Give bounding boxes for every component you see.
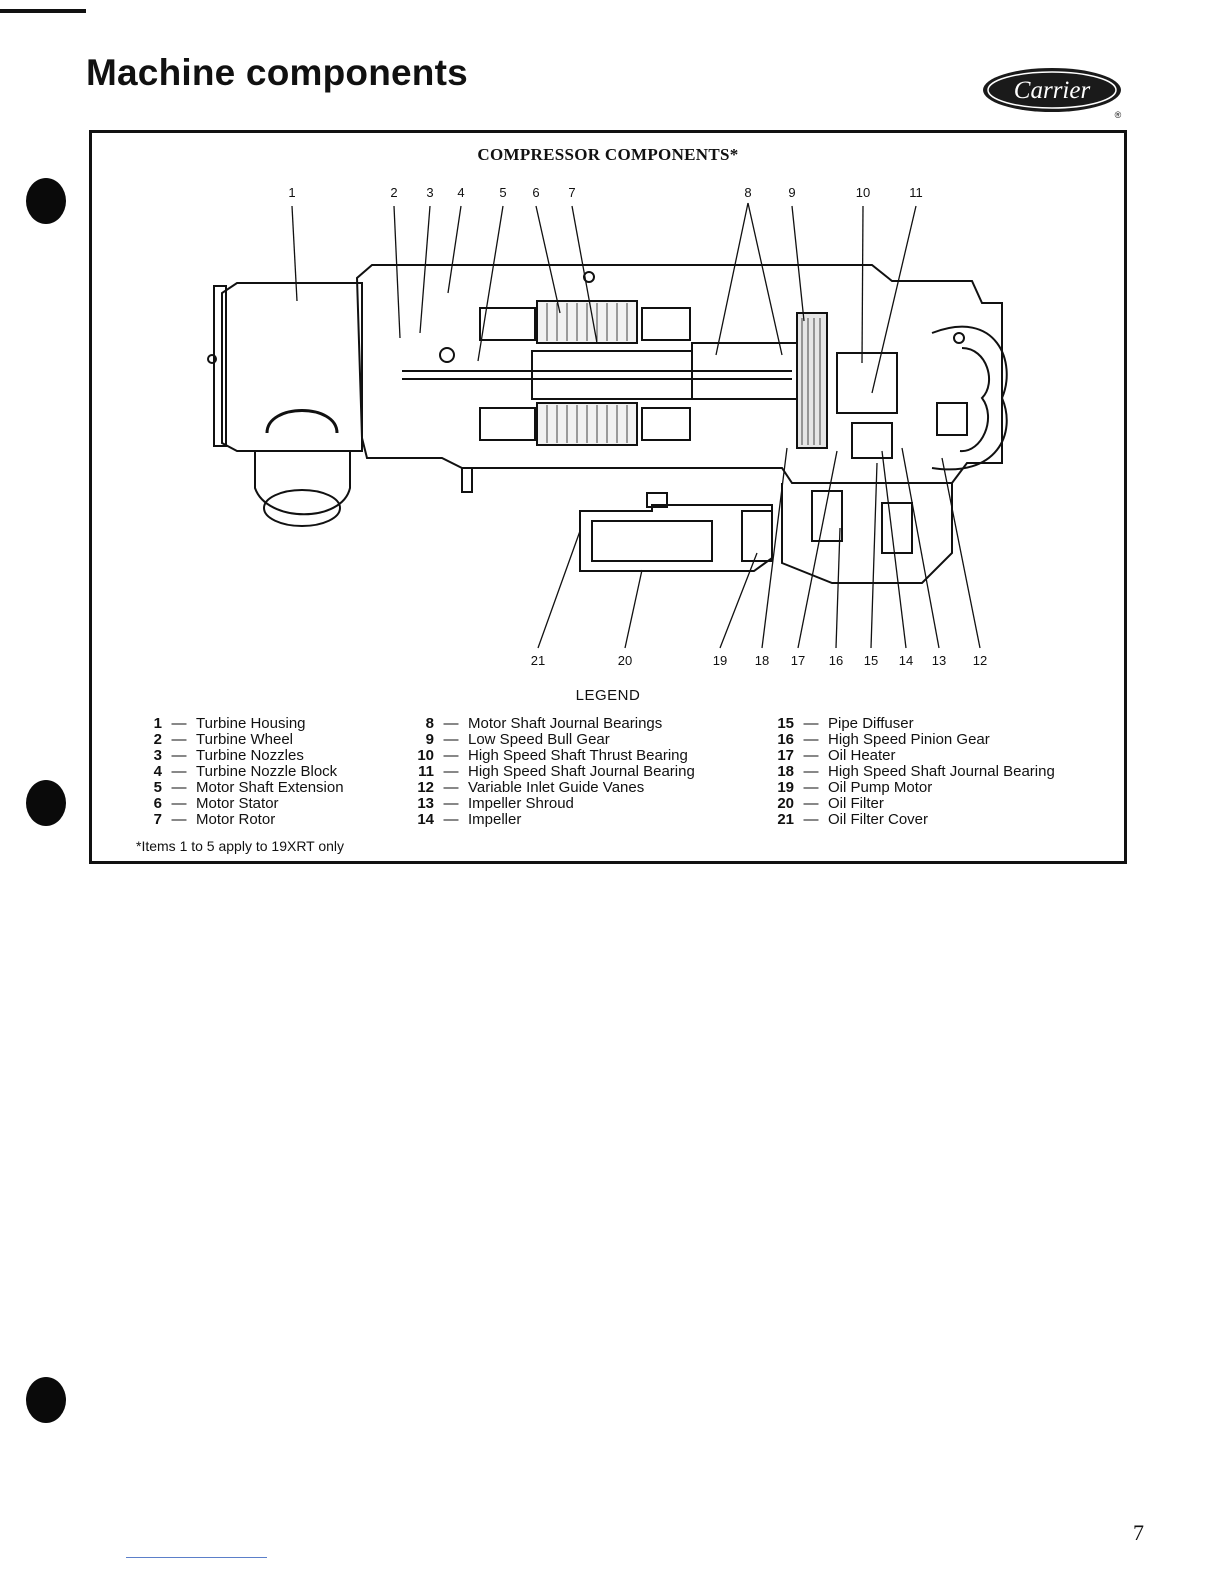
legend-item: 1—Turbine Housing <box>153 715 306 732</box>
legend-item: 5—Motor Shaft Extension <box>153 779 344 796</box>
punch-hole <box>26 178 66 224</box>
legend-item: 9—Low Speed Bull Gear <box>425 731 610 748</box>
legend-item: 17—Oil Heater <box>777 747 896 764</box>
legend-item: 21—Oil Filter Cover <box>777 811 929 828</box>
callout-2: 2 <box>390 185 397 200</box>
legend-item: 13—Impeller Shroud <box>417 795 574 812</box>
punch-hole <box>26 780 66 826</box>
corner-rule-thin <box>0 10 60 13</box>
legend-item: 19—Oil Pump Motor <box>777 779 933 796</box>
legend-column-3: 15—Pipe Diffuser 16—High Speed Pinion Ge… <box>764 716 1055 828</box>
callout-5: 5 <box>499 185 506 200</box>
legend-item: 11—High Speed Shaft Journal Bearing <box>418 763 695 780</box>
legend-column-1: 1—Turbine Housing 2—Turbine Wheel 3—Turb… <box>132 716 344 828</box>
callout-11: 11 <box>909 185 923 200</box>
registered-mark: ® <box>1115 110 1122 120</box>
callout-8: 8 <box>744 185 751 200</box>
legend-item: 4—Turbine Nozzle Block <box>153 763 338 780</box>
callout-10: 10 <box>856 185 870 200</box>
page-number: 7 <box>1133 1520 1144 1545</box>
callout-17: 17 <box>791 653 805 668</box>
callout-15: 15 <box>864 653 878 668</box>
callout-12: 12 <box>973 653 987 668</box>
callout-13: 13 <box>932 653 946 668</box>
legend-item: 7—Motor Rotor <box>153 811 276 828</box>
page-title: Machine components <box>86 52 468 93</box>
callout-18: 18 <box>755 653 769 668</box>
diagram-title: COMPRESSOR COMPONENTS* <box>477 145 739 164</box>
legend-item: 16—High Speed Pinion Gear <box>777 731 990 748</box>
legend-item: 14—Impeller <box>417 811 522 828</box>
callout-9: 9 <box>788 185 795 200</box>
callout-20: 20 <box>618 653 632 668</box>
callout-21: 21 <box>531 653 545 668</box>
footnote: *Items 1 to 5 apply to 19XRT only <box>136 838 345 854</box>
legend-item: 3—Turbine Nozzles <box>153 747 304 764</box>
legend-item: 15—Pipe Diffuser <box>777 715 914 732</box>
callout-3: 3 <box>426 185 433 200</box>
figure-frame: COMPRESSOR COMPONENTS* <box>89 130 1127 864</box>
carrier-logo: Carrier ® <box>982 66 1128 122</box>
callout-4: 4 <box>457 185 464 200</box>
callout-1: 1 <box>288 185 295 200</box>
callout-7: 7 <box>568 185 575 200</box>
legend-column-2: 8—Motor Shaft Journal Bearings 9—Low Spe… <box>404 716 695 828</box>
punch-hole <box>26 1377 66 1423</box>
legend-item: 18—High Speed Shaft Journal Bearing <box>777 763 1055 780</box>
legend-item: 12—Variable Inlet Guide Vanes <box>417 779 645 796</box>
compressor-cutaway-diagram: 1 2 3 4 5 6 7 8 9 10 11 21 20 19 18 17 1… <box>207 185 1008 668</box>
callout-6: 6 <box>532 185 539 200</box>
bottom-link-underline <box>126 1557 267 1558</box>
legend-item: 10—High Speed Shaft Thrust Bearing <box>417 747 688 764</box>
legend-item: 2—Turbine Wheel <box>153 731 293 748</box>
legend-title: LEGEND <box>575 687 641 704</box>
callout-19: 19 <box>713 653 727 668</box>
legend-item: 6—Motor Stator <box>153 795 279 812</box>
logo-text: Carrier <box>1014 77 1091 104</box>
legend-item: 8—Motor Shaft Journal Bearings <box>425 715 663 732</box>
callout-16: 16 <box>829 653 843 668</box>
callout-14: 14 <box>899 653 913 668</box>
legend-item: 20—Oil Filter <box>777 795 884 812</box>
